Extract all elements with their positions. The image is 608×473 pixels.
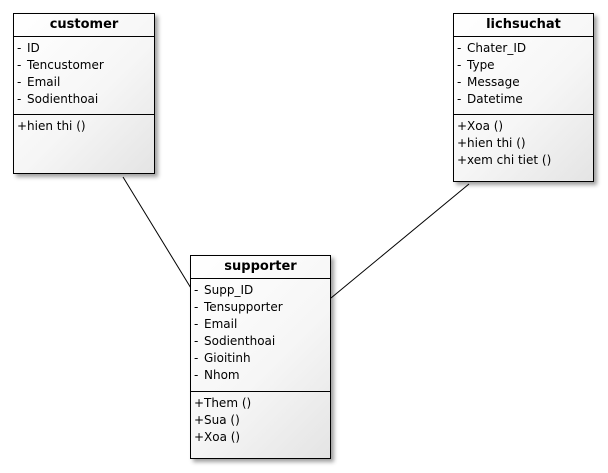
attribute-row: -Gioitinh bbox=[194, 351, 251, 365]
attribute-row: -Sodienthoai bbox=[17, 92, 99, 106]
operation-row: +hien thi () bbox=[17, 119, 86, 133]
attribute-row: -Chater_ID bbox=[457, 41, 527, 55]
attributes-section: -Supp_ID -Tensupporter -Email -Sodientho… bbox=[191, 279, 330, 392]
class-lichsuchat[interactable]: lichsuchat -Chater_ID -Type -Message -Da… bbox=[453, 13, 594, 182]
operation-row: +Them () bbox=[194, 396, 252, 410]
association-customer-supporter[interactable] bbox=[122, 176, 198, 299]
operation-row: +Sua () bbox=[194, 413, 240, 427]
class-supporter[interactable]: supporter -Supp_ID -Tensupporter -Email … bbox=[190, 255, 331, 459]
attributes-section: -ID -Tencustomer -Email -Sodienthoai bbox=[14, 37, 154, 115]
attribute-row: -Tencustomer bbox=[17, 58, 104, 72]
operations-section: +Them () +Sua () +Xoa () bbox=[191, 392, 330, 449]
attribute-row: -ID bbox=[17, 41, 40, 55]
class-customer[interactable]: customer -ID -Tencustomer -Email -Sodien… bbox=[13, 13, 155, 174]
operation-row: +xem chi tiet () bbox=[457, 153, 552, 167]
operation-row: +Xoa () bbox=[194, 430, 241, 444]
association-lichsuchat-supporter[interactable] bbox=[330, 183, 470, 299]
attribute-row: -Sodienthoai bbox=[194, 334, 276, 348]
class-name: supporter bbox=[191, 256, 330, 279]
operation-row: +Xoa () bbox=[457, 119, 504, 133]
class-name: customer bbox=[14, 14, 154, 37]
attribute-row: -Email bbox=[194, 317, 238, 331]
attribute-row: -Tensupporter bbox=[194, 300, 283, 314]
attributes-section: -Chater_ID -Type -Message -Datetime bbox=[454, 37, 593, 115]
attribute-row: -Type bbox=[457, 58, 495, 72]
operations-section: +Xoa () +hien thi () +xem chi tiet () bbox=[454, 115, 593, 172]
operation-row: +hien thi () bbox=[457, 136, 526, 150]
attribute-row: -Message bbox=[457, 75, 520, 89]
attribute-row: -Datetime bbox=[457, 92, 523, 106]
operations-section: +hien thi () bbox=[14, 115, 154, 138]
attribute-row: -Nhom bbox=[194, 368, 240, 382]
attribute-row: -Supp_ID bbox=[194, 283, 254, 297]
attribute-row: -Email bbox=[17, 75, 61, 89]
class-name: lichsuchat bbox=[454, 14, 593, 37]
